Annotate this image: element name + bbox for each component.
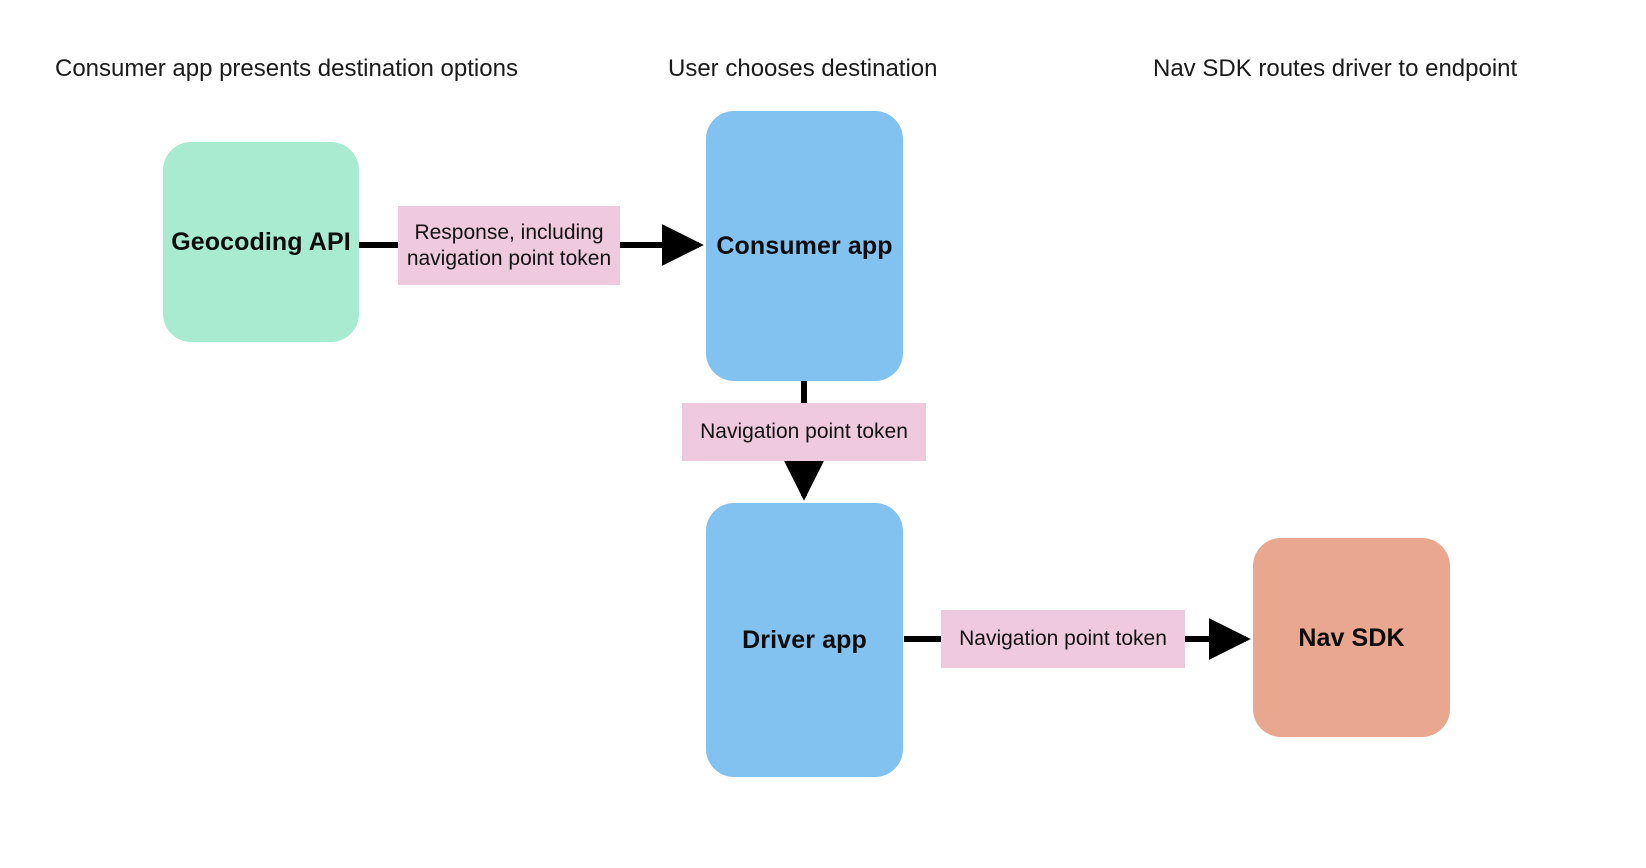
node-driver-app-label: Driver app	[742, 626, 867, 654]
edge-label-response-including-navigation-point-token: Response, including navigation point tok…	[398, 206, 620, 285]
node-consumer-app[interactable]: Consumer app	[706, 111, 903, 381]
node-nav-sdk-label: Nav SDK	[1298, 623, 1405, 652]
node-geocoding-api[interactable]: Geocoding API	[163, 142, 359, 342]
node-consumer-app-label: Consumer app	[716, 232, 893, 260]
column-heading-nav-routes: Nav SDK routes driver to endpoint	[1153, 55, 1518, 82]
column-heading-user-chooses: User chooses destination	[668, 55, 938, 82]
node-geocoding-api-label: Geocoding API	[171, 228, 351, 256]
edge-label-navigation-point-token-driver-to-navsdk: Navigation point token	[941, 610, 1185, 668]
node-nav-sdk[interactable]: Nav SDK	[1253, 538, 1450, 737]
edge-label-navigation-point-token-consumer-to-driver: Navigation point token	[682, 403, 926, 461]
column-heading-consumer-options: Consumer app presents destination option…	[55, 55, 518, 82]
node-driver-app[interactable]: Driver app	[706, 503, 903, 777]
